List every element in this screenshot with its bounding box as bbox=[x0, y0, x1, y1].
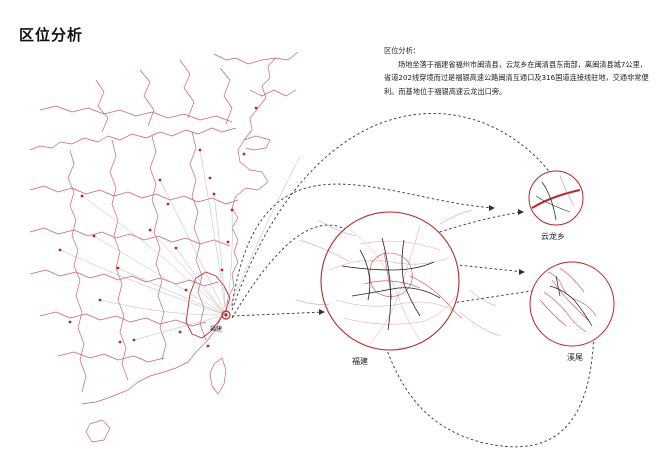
hainan-island bbox=[85, 419, 111, 443]
xiwei-circle-label: 溪尾 bbox=[567, 353, 583, 362]
page-title: 区位分析 bbox=[19, 26, 84, 44]
fujian-circle-label: 福建 bbox=[352, 357, 368, 366]
north-border bbox=[213, 53, 277, 65]
yunlong-detail-circle bbox=[528, 170, 584, 226]
fujian-pin-label: 福建 bbox=[210, 326, 223, 333]
coastline bbox=[81, 51, 299, 405]
connection-lines bbox=[59, 149, 301, 341]
china-map bbox=[29, 51, 299, 443]
fujian-location-pin bbox=[221, 310, 231, 320]
west-border-line bbox=[29, 127, 237, 151]
location-description: 区位分析： 场地坐落于福建省福州市闽清县，云龙乡在闽清县东南部，离闽清县城7公里… bbox=[384, 44, 652, 98]
xiwei-detail-circle bbox=[529, 261, 615, 347]
arrow-upper-right bbox=[231, 183, 495, 307]
arrow-pin-to-fujian-circle bbox=[231, 311, 325, 317]
fujian-detail-circle bbox=[295, 209, 501, 351]
yunlong-circle-label: 云龙乡 bbox=[541, 232, 565, 241]
fujian-outline bbox=[185, 271, 231, 339]
taiwan-island bbox=[209, 357, 227, 395]
arrow-big-loop bbox=[231, 224, 595, 448]
description-heading: 区位分析： bbox=[384, 46, 420, 55]
description-body: 场地坐落于福建省福州市闽清县，云龙乡在闽清县东南部，离闽清县城7公里，省道202… bbox=[384, 59, 649, 96]
city-dots bbox=[58, 106, 258, 348]
